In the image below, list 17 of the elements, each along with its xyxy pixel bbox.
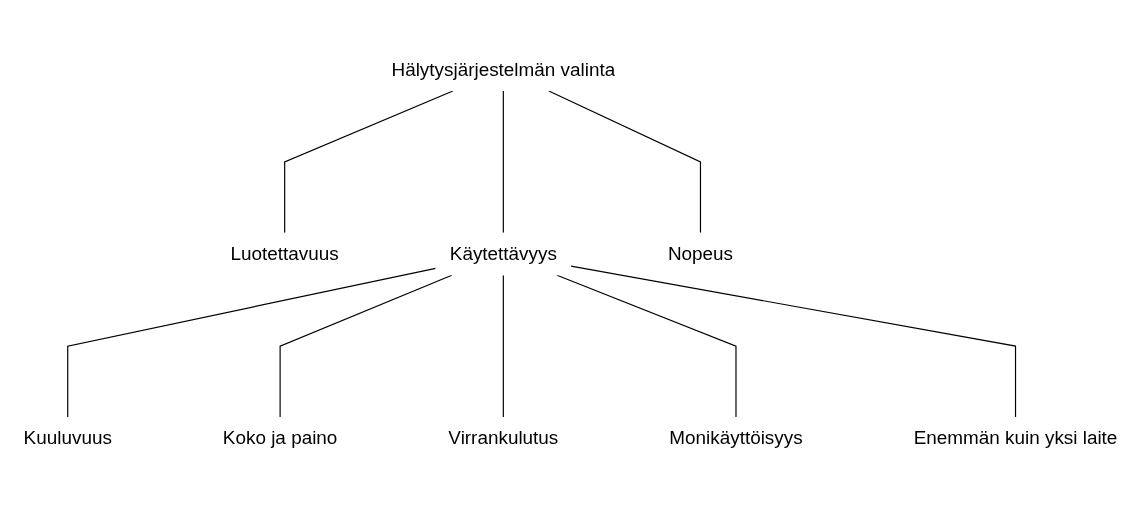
node-text: Kuuluvuus xyxy=(23,427,112,448)
node-text: Käytettävyys xyxy=(449,243,557,264)
connector xyxy=(502,274,504,418)
connector xyxy=(556,274,737,418)
connector xyxy=(284,90,454,234)
node-text: Nopeus xyxy=(667,243,734,264)
node-text: Luotettavuus xyxy=(230,243,339,264)
connector xyxy=(548,90,702,234)
node-text: Monikäyttöisyys xyxy=(669,427,803,448)
connector xyxy=(570,265,1017,418)
connector xyxy=(502,90,504,234)
node-text: Virrankulutus xyxy=(448,427,559,448)
connector xyxy=(279,274,453,418)
connector xyxy=(67,267,437,418)
node-text: Hälytysjärjestelmän valinta xyxy=(391,59,616,80)
node-text: Koko ja paino xyxy=(222,427,338,448)
node-text: Enemmän kuin yksi laite xyxy=(913,427,1118,448)
